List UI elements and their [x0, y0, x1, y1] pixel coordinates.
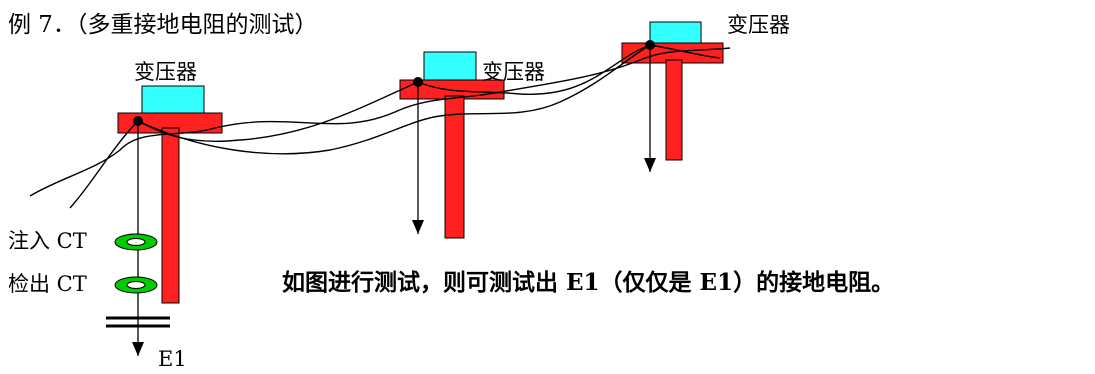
- detect-ct-label: 检出 CT: [8, 272, 87, 296]
- wire-c: [137, 44, 651, 155]
- page-title: 例 7．（多重接地电阻的测试）: [8, 12, 317, 38]
- pole-post-2: [444, 95, 465, 239]
- inject-ct-label: 注入 CT: [8, 229, 87, 253]
- pole-2: 变压器: [399, 51, 545, 239]
- transformer-label-1: 变压器: [134, 60, 197, 84]
- transformer-label-3: 变压器: [727, 13, 790, 37]
- pole-1: 变压器: [117, 60, 223, 304]
- transformer-label-2: 变压器: [482, 60, 545, 84]
- pole-3: 变压器: [621, 13, 790, 161]
- pole-post-3: [665, 59, 683, 161]
- pole-post-1: [161, 127, 180, 304]
- wire-a: [29, 47, 731, 197]
- ground-label: E1: [158, 347, 187, 371]
- transformer-2: [423, 51, 477, 82]
- detect-ct-ring: [114, 276, 158, 294]
- transformer-1: [141, 85, 205, 115]
- inject-ct-ring: [114, 233, 158, 251]
- statement-text: 如图进行测试，则可测试出 E1（仅仅是 E1）的接地电阻。: [282, 269, 894, 296]
- transformer-3: [649, 21, 702, 46]
